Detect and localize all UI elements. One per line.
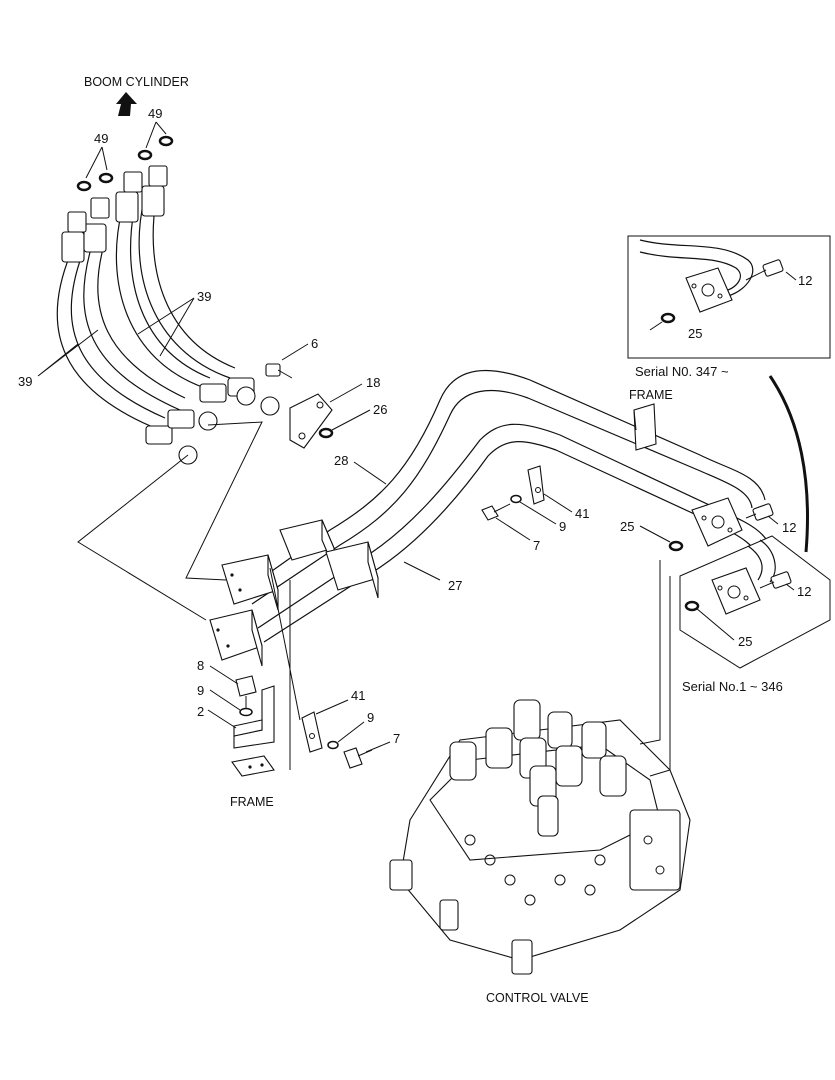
callout-49-left: 49 [94, 131, 108, 146]
flange-upper-right [691, 497, 743, 547]
callout-12-lower-box: 12 [797, 584, 811, 599]
bracket-2 [233, 685, 275, 749]
pipe-28 [244, 369, 766, 605]
callout-12-top-box: 12 [798, 273, 812, 288]
bolt-6 [265, 363, 293, 379]
callout-25-lower-box: 25 [738, 634, 752, 649]
clamp-blocks [209, 519, 379, 667]
callout-25-top-box: 25 [688, 326, 702, 341]
callout-9-lower-left: 9 [197, 683, 204, 698]
leader-lines [37, 121, 797, 777]
callout-12-upper: 12 [782, 520, 796, 535]
callout-27: 27 [448, 578, 462, 593]
callout-7-upper: 7 [533, 538, 540, 553]
caption-boom-cylinder: BOOM CYLINDER [84, 75, 189, 89]
hose-assembly-39 [56, 165, 280, 465]
callout-9-upper: 9 [559, 519, 566, 534]
callout-41-lower: 41 [351, 688, 365, 703]
caption-serial-347: Serial N0. 347 ~ [635, 364, 729, 379]
detail-box-serial-347 [627, 235, 831, 359]
callout-8: 8 [197, 658, 204, 673]
callout-41-upper: 41 [575, 506, 589, 521]
callout-6: 6 [311, 336, 318, 351]
callout-25-upper: 25 [620, 519, 634, 534]
o-ring-26 [318, 427, 334, 439]
clamp-41-lower [301, 711, 323, 753]
o-rings-49 [76, 135, 174, 192]
callout-7-lower: 7 [393, 731, 400, 746]
split-flange-18 [289, 393, 333, 449]
callout-26: 26 [373, 402, 387, 417]
frame-bracket-top [633, 403, 657, 451]
serial-link-arrow [768, 375, 809, 553]
caption-serial-1-346: Serial No.1 ~ 346 [682, 679, 783, 694]
callout-39-left: 39 [18, 374, 32, 389]
caption-frame-top: FRAME [629, 388, 673, 402]
callout-18: 18 [366, 375, 380, 390]
callout-39-right: 39 [197, 289, 211, 304]
o-ring-25-upper [668, 540, 684, 552]
clamp-41-upper [527, 465, 545, 505]
pipe-27 [257, 423, 773, 643]
washer-9-upper [510, 494, 522, 504]
detail-box-serial-1-346 [679, 535, 831, 669]
caption-frame-bottom: FRAME [230, 795, 274, 809]
callout-28: 28 [334, 453, 348, 468]
bolt-12-upper [745, 503, 774, 521]
callout-9-lower-right: 9 [367, 710, 374, 725]
caption-control-valve: CONTROL VALVE [486, 991, 589, 1005]
bolt-7-lower [343, 747, 373, 769]
bolt-8 [235, 675, 257, 708]
boom-cylinder-arrow-icon [116, 92, 137, 116]
callout-2: 2 [197, 704, 204, 719]
control-valve [389, 699, 691, 975]
washer-9-lower-left [239, 707, 253, 717]
callout-49-right: 49 [148, 106, 162, 121]
bolt-7-upper [481, 503, 511, 521]
frame-plate-lower [231, 755, 275, 777]
washer-9-lower [327, 740, 339, 750]
